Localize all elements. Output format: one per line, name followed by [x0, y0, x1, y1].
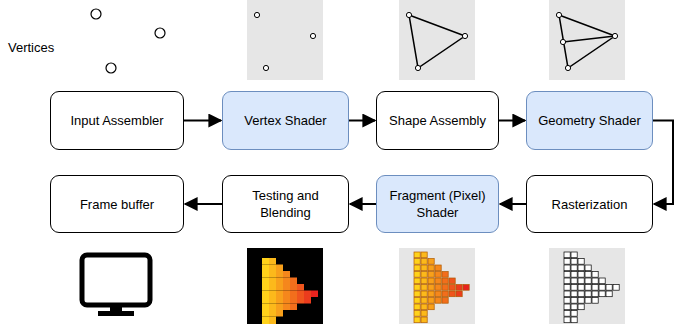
fixed-stage-box: Shape Assembly [376, 91, 499, 150]
shape-assembly-image [399, 0, 475, 80]
vertex-shader-image [247, 0, 323, 80]
flow-arrow [185, 203, 222, 205]
stage-name: Rasterization [552, 196, 628, 213]
monitor-icon [82, 255, 150, 316]
blended-image [247, 248, 323, 324]
shaded-fragments [399, 248, 475, 324]
stage-name: Frame buffer [80, 196, 154, 213]
flow-arrow [350, 203, 376, 205]
shader-stage-box: Fragment (Pixel) Shader [376, 175, 499, 233]
flow-arrow [500, 203, 526, 205]
caption-label: Vertices [8, 40, 54, 55]
fixed-stage-box: Testing and Blending [222, 175, 349, 233]
stage-name: Testing and Blending [229, 187, 342, 221]
flow-arrow [499, 120, 525, 122]
stage-name: Input Assembler [70, 112, 163, 129]
stage-name: Fragment (Pixel) Shader [383, 187, 492, 221]
flow-arrow [349, 120, 375, 122]
rasterized-fragments [549, 248, 625, 324]
fixed-stage-box: Frame buffer [50, 175, 184, 233]
stage-name: Geometry Shader [538, 112, 641, 129]
stage-name: Vertex Shader [244, 112, 326, 129]
shader-stage-box: Geometry Shader [526, 91, 653, 150]
flow-arrow [653, 121, 673, 205]
fixed-stage-box: Input Assembler [50, 91, 184, 150]
geometry-shader-image [549, 0, 625, 80]
input-vertices [91, 9, 165, 73]
flow-arrow [184, 120, 221, 122]
fixed-stage-box: Rasterization [526, 175, 653, 233]
stage-name: Shape Assembly [389, 112, 486, 129]
shader-stage-box: Vertex Shader [222, 91, 349, 150]
